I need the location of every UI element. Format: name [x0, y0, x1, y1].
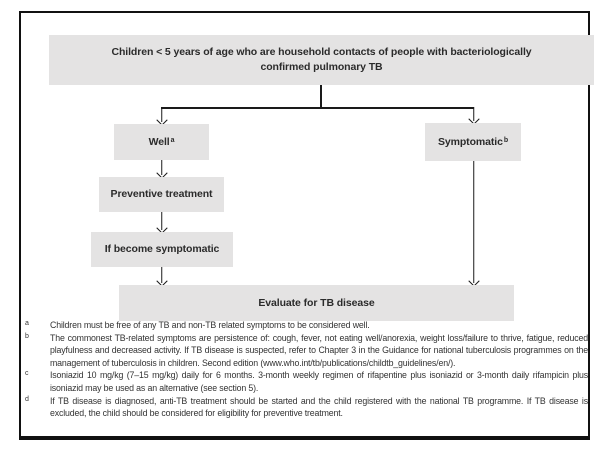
- node-evaluate-tb-disease: Evaluate for TB disease: [119, 285, 514, 321]
- node-symptomatic: Symptomaticb: [425, 123, 521, 161]
- arrow-shaft: [160, 107, 163, 122]
- footnote-d-text: If TB disease is diagnosed, anti-TB trea…: [50, 395, 588, 419]
- arrow-well-to-preventive: [156, 160, 167, 178]
- footnote-ref-a: a: [170, 136, 175, 144]
- footnote-c-marker: c: [25, 370, 29, 378]
- connector-branch-bar: [161, 107, 474, 109]
- arrow-down-icon: [156, 166, 167, 178]
- node-source-population: Children < 5 years of age who are househ…: [49, 35, 594, 85]
- node-if-become-symptomatic-label: If become symptomatic: [104, 243, 220, 255]
- connector-stem: [320, 85, 322, 108]
- node-preventive-treatment-label: Preventive treatment: [110, 188, 213, 200]
- footnote-a: a Children must be free of any TB and no…: [25, 319, 588, 332]
- node-source-population-label: Children < 5 years of age who are househ…: [111, 46, 532, 73]
- arrow-ifsymptomatic-to-evaluate: [156, 267, 167, 286]
- arrow-down-icon: [156, 113, 167, 125]
- footnote-c-text: Isoniazid 10 mg/kg (7–15 mg/kg) daily fo…: [50, 370, 588, 393]
- arrow-preventive-to-ifsymptomatic: [156, 212, 167, 233]
- node-if-become-symptomatic: If become symptomatic: [91, 232, 233, 267]
- footnote-d-marker: d: [25, 395, 29, 403]
- node-well-text: Well: [148, 135, 170, 148]
- arrow-down-icon: [156, 221, 167, 233]
- arrow-to-well: [156, 107, 167, 125]
- node-symptomatic-text: Symptomatic: [437, 135, 503, 148]
- footnote-b-marker: b: [25, 332, 29, 340]
- arrow-shaft: [472, 107, 475, 121]
- arrow-down-icon: [156, 274, 167, 286]
- node-well: Wella: [114, 124, 209, 160]
- figure-border-frame: Children < 5 years of age who are househ…: [19, 11, 594, 440]
- arrow-symptomatic-to-evaluate: [468, 161, 479, 286]
- footnote-b: b The commonest TB-related symptoms are …: [25, 332, 588, 370]
- arrow-down-icon: [468, 274, 479, 286]
- footnote-ref-b: b: [503, 136, 509, 144]
- arrow-shaft: [160, 267, 163, 283]
- footnote-a-marker: a: [25, 320, 29, 327]
- arrow-down-icon: [468, 112, 479, 124]
- arrow-shaft: [472, 161, 475, 283]
- footnote-c: c Isoniazid 10 mg/kg (7–15 mg/kg) daily …: [25, 369, 588, 394]
- footnote-a-text: Children must be free of any TB and non-…: [50, 320, 370, 330]
- arrow-shaft: [160, 212, 163, 230]
- node-symptomatic-label: Symptomaticb: [438, 135, 508, 150]
- footnote-d: d If TB disease is diagnosed, anti-TB tr…: [25, 395, 588, 420]
- arrow-to-symptomatic: [468, 107, 479, 124]
- node-well-label: Wella: [149, 135, 175, 150]
- footnotes-section: a Children must be free of any TB and no…: [25, 319, 588, 420]
- node-preventive-treatment: Preventive treatment: [99, 177, 224, 212]
- footnote-b-text: The commonest TB-related symptoms are pe…: [50, 332, 588, 368]
- arrow-shaft: [160, 160, 163, 175]
- node-evaluate-tb-disease-label: Evaluate for TB disease: [258, 296, 375, 309]
